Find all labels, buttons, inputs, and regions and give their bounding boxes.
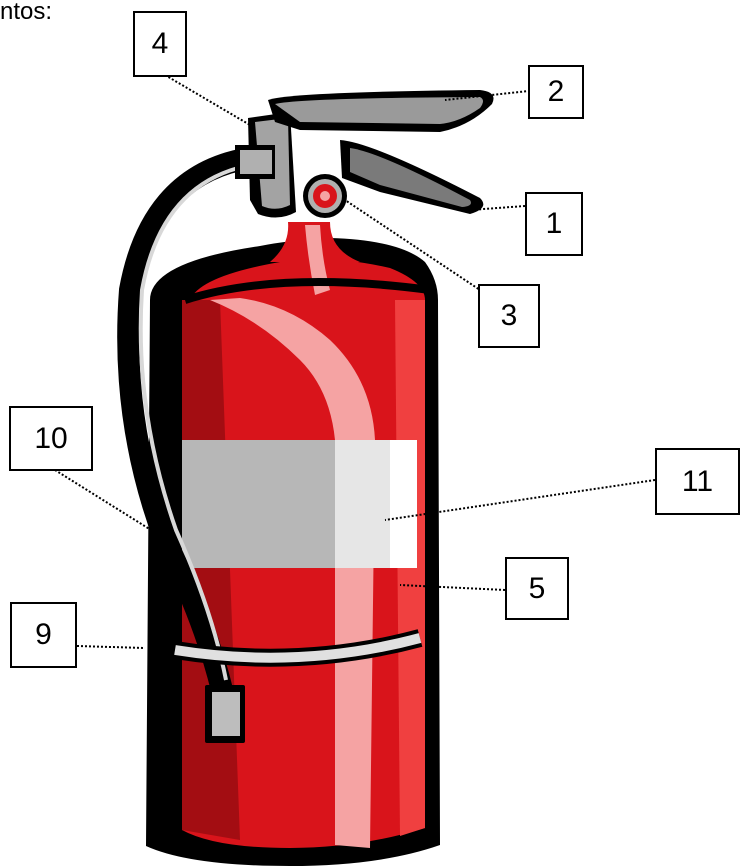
label-11: 11: [655, 448, 740, 515]
label-10: 10: [9, 406, 93, 471]
label-3: 3: [478, 284, 540, 348]
label-band-white: [390, 440, 417, 568]
label-2: 2: [528, 65, 584, 119]
lever-top-fill: [275, 97, 483, 124]
leader-4: [165, 75, 250, 125]
nozzle-inner: [212, 692, 240, 736]
label-band-light: [335, 440, 390, 568]
label-4: 4: [133, 11, 187, 77]
leader-9: [77, 646, 145, 648]
label-1: 1: [525, 192, 583, 256]
gauge-center: [320, 191, 330, 201]
label-9: 9: [10, 602, 77, 668]
label-5: 5: [505, 557, 569, 620]
hose-coupling-fill: [240, 150, 272, 174]
